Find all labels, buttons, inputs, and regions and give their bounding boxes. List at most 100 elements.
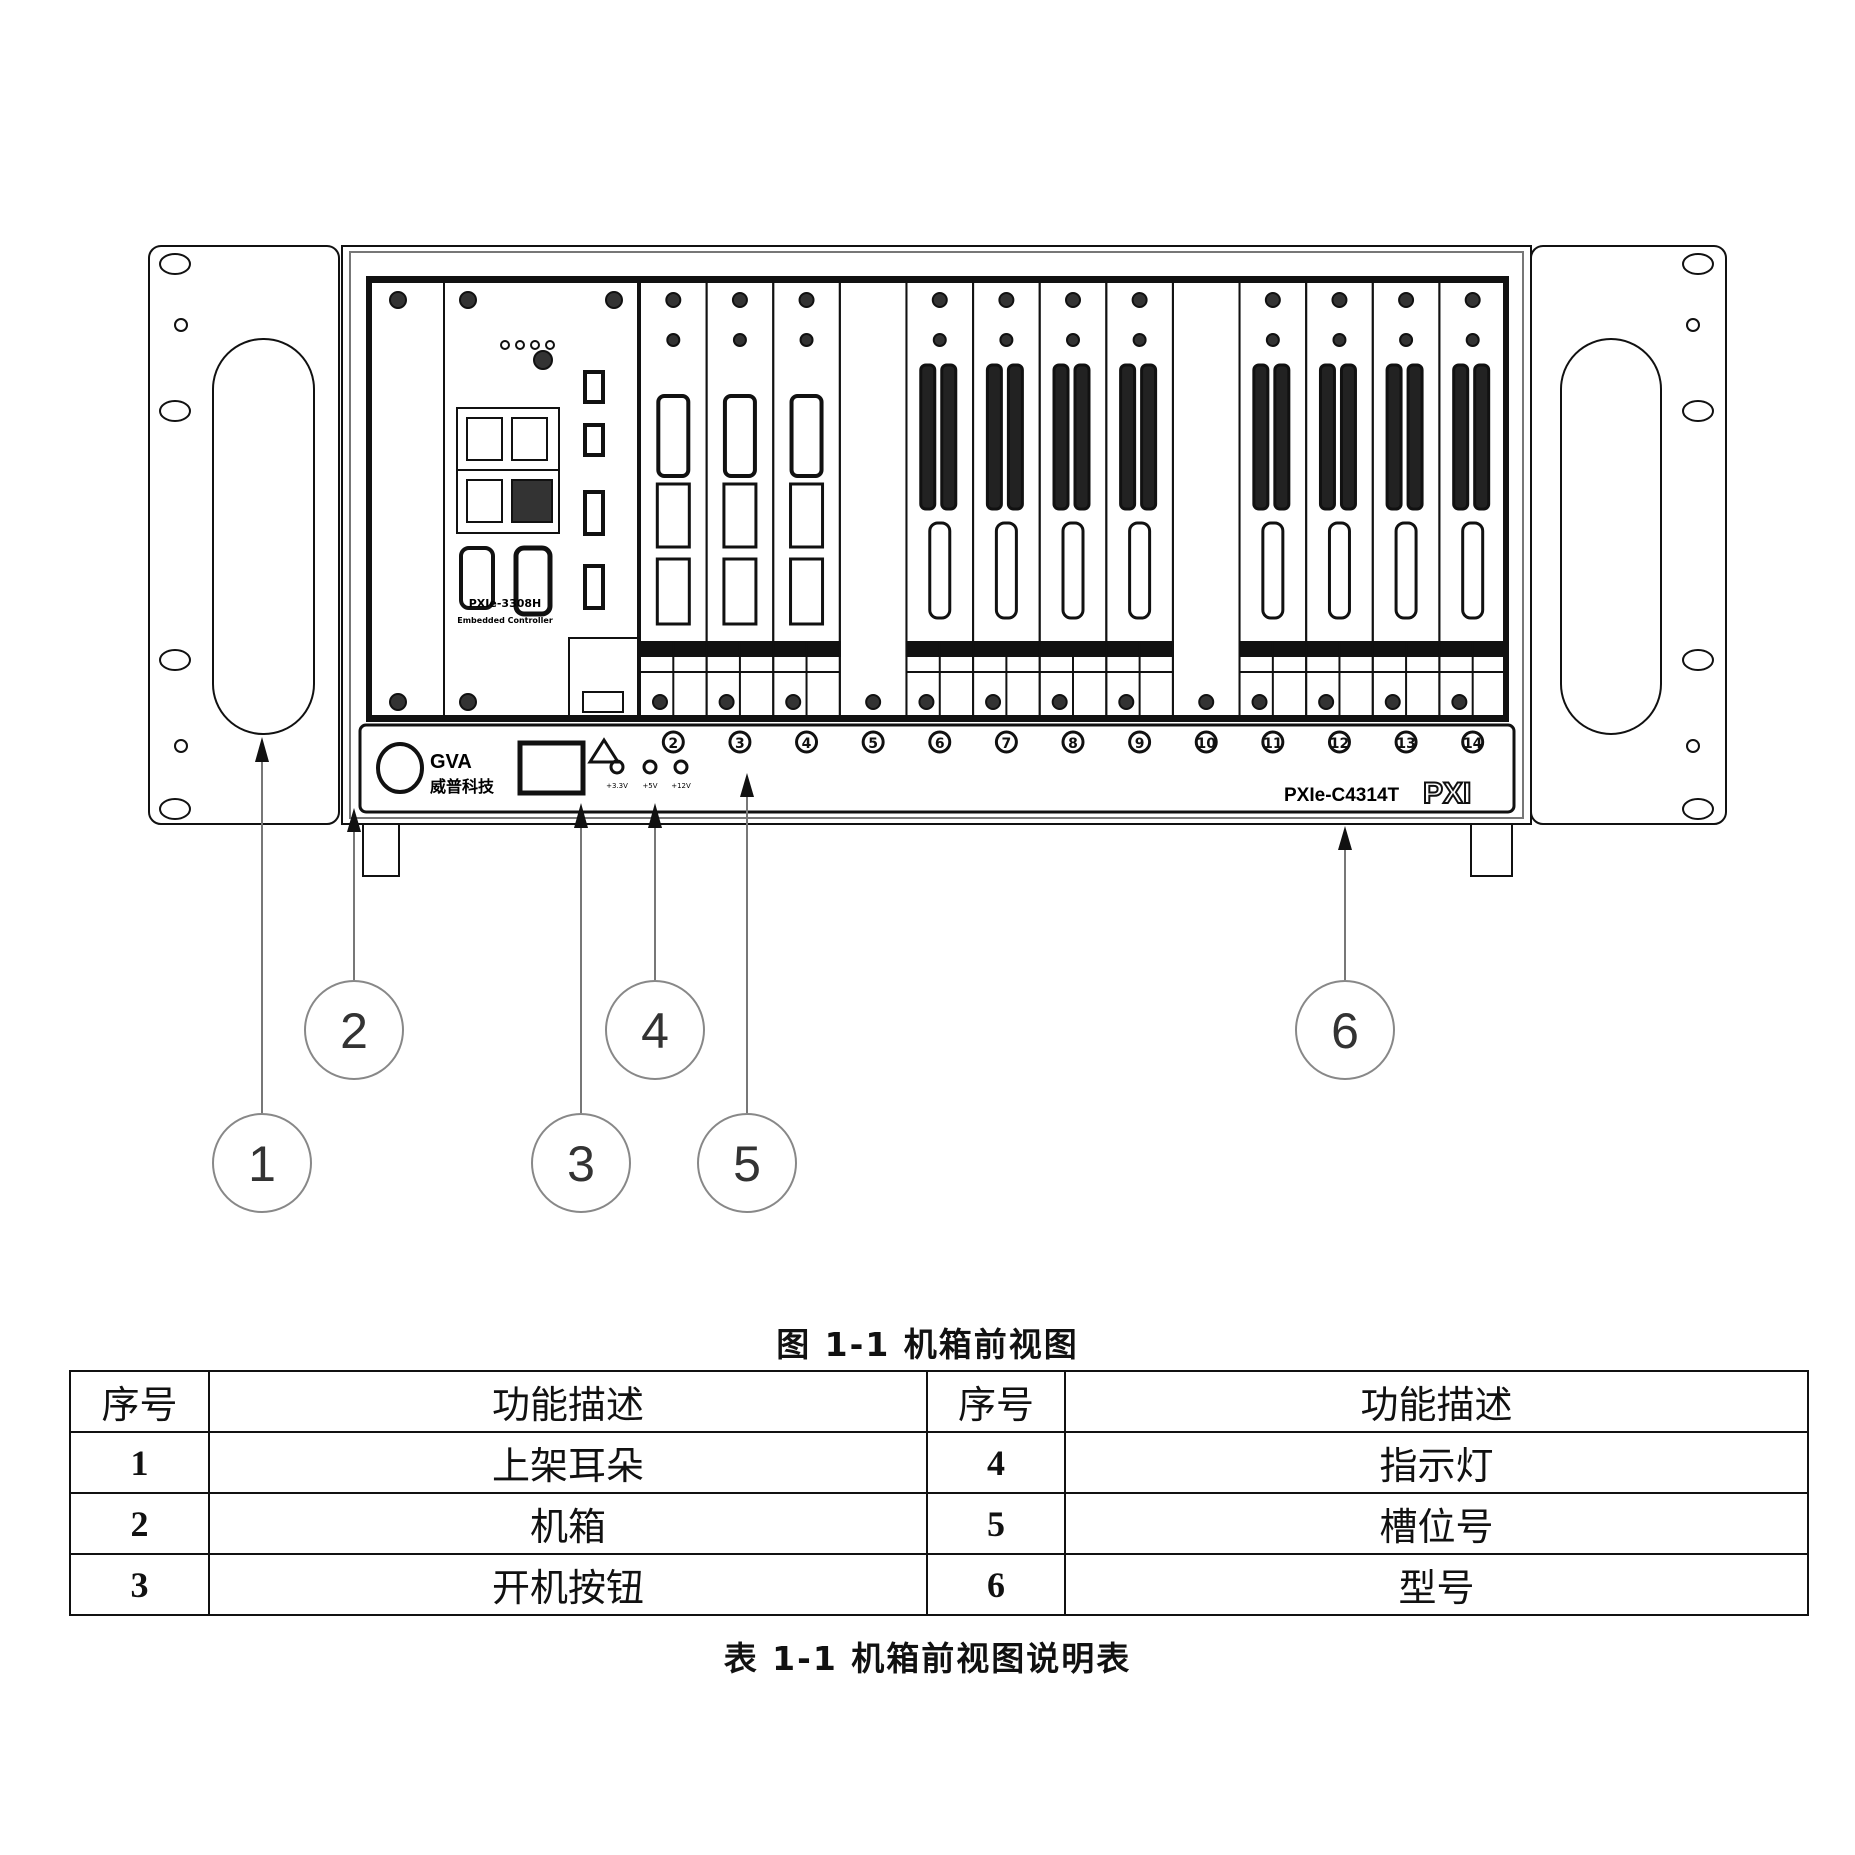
led-label: +3.3V (606, 782, 628, 790)
right-rack-ear (1530, 245, 1727, 825)
screw-icon (918, 694, 935, 710)
cell-index: 2 (69, 1492, 210, 1555)
scsi-connector-icon (1252, 363, 1270, 511)
screw-icon (785, 694, 802, 710)
screw-icon (1398, 292, 1415, 308)
cell-index: 6 (926, 1553, 1066, 1616)
scsi-connector-icon (919, 363, 937, 511)
db-connector-icon (928, 521, 952, 620)
cell-index: 4 (926, 1431, 1066, 1494)
screw-icon (1384, 694, 1401, 710)
screw-icon (998, 292, 1015, 308)
db-connector-icon (722, 394, 757, 478)
screw-icon (731, 292, 748, 308)
sfp-port-icon (722, 557, 758, 626)
scsi-connector-icon (1406, 363, 1424, 511)
screw-icon (732, 333, 747, 347)
slot-13-scsi-module (1371, 281, 1441, 717)
screw-icon (1251, 694, 1268, 710)
scsi-connector-icon (1073, 363, 1091, 511)
svg-text:5: 5 (868, 736, 878, 752)
screw-icon (865, 694, 882, 710)
svg-text:3: 3 (735, 736, 745, 752)
scsi-connector-icon (1006, 363, 1024, 511)
table-caption: 表 1-1 机箱前视图说明表 (723, 1639, 1132, 1678)
db-connector-icon (1261, 521, 1285, 620)
scsi-connector-icon (1385, 363, 1403, 511)
pxi-logo: PXI (1423, 777, 1471, 810)
port-icon (583, 564, 605, 610)
scsi-connector-icon (1339, 363, 1357, 511)
screw-icon (1264, 292, 1281, 308)
screw-icon (718, 694, 735, 710)
serial-port-icon (459, 546, 495, 610)
slot-1-controller-module (368, 281, 639, 717)
screw-icon (1132, 333, 1147, 347)
figure-caption: 图 1-1 机箱前视图 (776, 1325, 1079, 1364)
scsi-connector-icon (1119, 363, 1137, 511)
screw-icon (1451, 694, 1468, 710)
led-label: +12V (671, 782, 691, 790)
screw-icon (1066, 333, 1080, 347)
svg-text:13: 13 (1396, 736, 1415, 752)
controller-model-label: PXIe-3308H (469, 597, 541, 610)
slot-2-io-module (639, 281, 708, 717)
screw-icon (1465, 333, 1480, 347)
slot-4-io-module (772, 281, 841, 717)
controller-subtitle: Embedded Controller (457, 616, 553, 625)
power-button[interactable] (517, 740, 586, 796)
slot-number-9: 9 (1128, 730, 1152, 754)
svg-text:10: 10 (1196, 736, 1216, 752)
slot-number-14: 14 (1461, 730, 1485, 754)
front-panel (376, 737, 689, 796)
power-switch-icon (533, 350, 553, 370)
scsi-connector-icon (1318, 363, 1336, 511)
scsi-connector-icon (1273, 363, 1291, 511)
slot-number-6: 6 (928, 730, 952, 754)
slot-6-scsi-module (905, 281, 975, 717)
scsi-connector-icon (940, 363, 958, 511)
callout-leaders (261, 760, 1346, 1113)
slot-number-10: 10 (1194, 730, 1218, 754)
cell-description: 槽位号 (1064, 1492, 1809, 1555)
screw-icon (389, 291, 407, 309)
cell-description: 指示灯 (1064, 1431, 1809, 1494)
cell-description: 机箱 (208, 1492, 928, 1555)
slot-7-scsi-module (972, 281, 1041, 717)
slot-number-5: 5 (861, 730, 885, 754)
callout-5: 5 (697, 1113, 797, 1213)
screw-icon (459, 291, 477, 309)
screw-icon (932, 333, 947, 347)
ethernet-port-icon (466, 479, 503, 523)
screw-icon (1399, 333, 1414, 347)
cell-description: 开机按钮 (208, 1553, 928, 1616)
usb-port-icon (511, 479, 553, 523)
scsi-connector-icon (1452, 363, 1470, 511)
slot-9-scsi-module (1105, 281, 1174, 717)
led-label: +5V (642, 782, 657, 790)
ethernet-port-icon (466, 417, 503, 461)
chassis-model-label: PXIe-C4314T (1284, 785, 1400, 806)
svg-text:3: 3 (567, 1136, 595, 1192)
cell-description: 型号 (1064, 1553, 1809, 1616)
slot-5-empty-module (838, 281, 908, 717)
screw-icon (799, 333, 814, 347)
scsi-connector-icon (985, 363, 1003, 511)
sfp-port-icon (789, 557, 825, 626)
svg-text:8: 8 (1068, 736, 1078, 752)
screw-icon (1331, 292, 1348, 308)
svg-text:4: 4 (802, 736, 812, 752)
table-row: 2 机箱 5 槽位号 (69, 1492, 1809, 1555)
led-indicator (673, 759, 689, 775)
slot-number-7: 7 (994, 730, 1018, 754)
svg-text:7: 7 (1002, 736, 1012, 752)
table-row: 1 上架耳朵 4 指示灯 (69, 1431, 1809, 1494)
header-index: 序号 (926, 1370, 1066, 1433)
screw-icon (651, 694, 668, 710)
screw-icon (1464, 292, 1481, 308)
description-table: 序号 功能描述 序号 功能描述 1 上架耳朵 4 指示灯 2 机箱 5 槽位号 … (69, 1370, 1809, 1616)
scsi-connector-icon (1473, 363, 1491, 511)
table-row: 3 开机按钮 6 型号 (69, 1553, 1809, 1616)
svg-text:4: 4 (641, 1003, 669, 1059)
